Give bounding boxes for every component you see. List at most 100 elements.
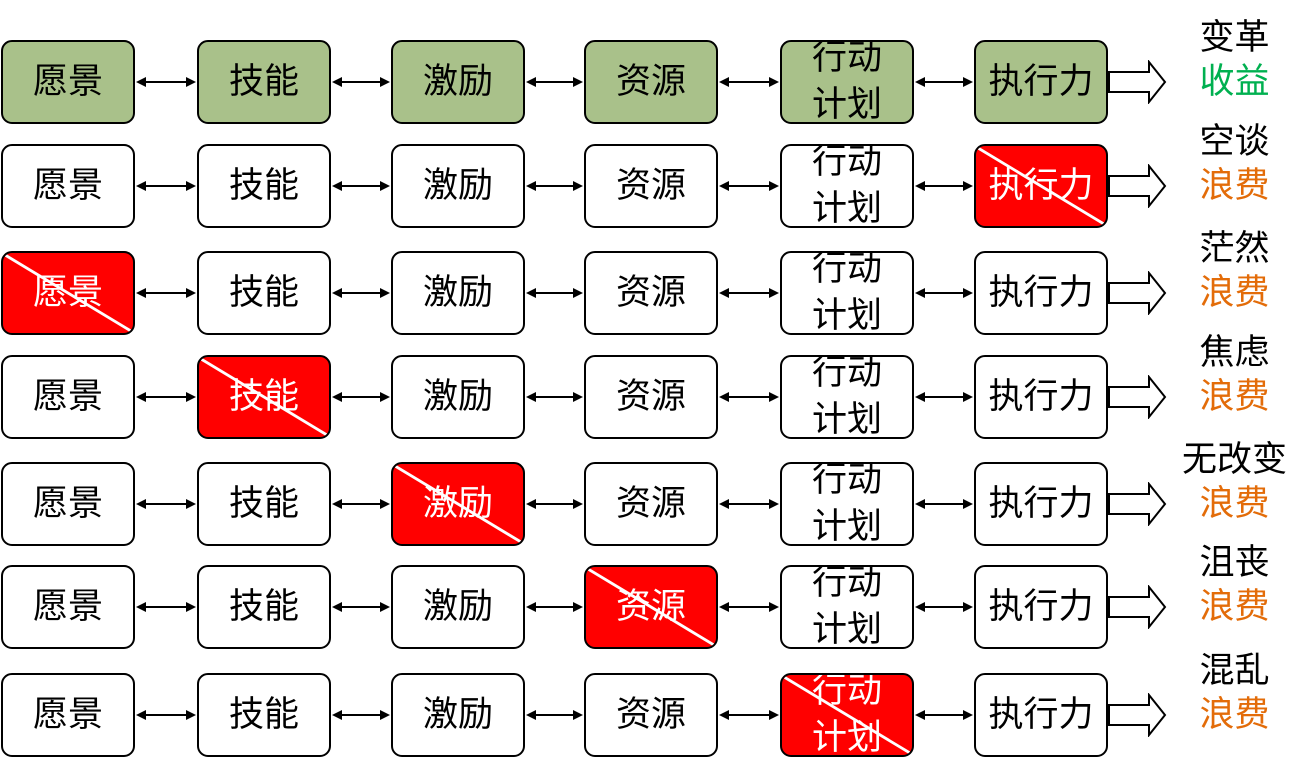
stage-label: 激励 xyxy=(422,272,493,313)
output-arrow-icon xyxy=(1108,375,1167,419)
stage-box-incentives: 激励 xyxy=(391,251,525,335)
stage-label: 资源 xyxy=(615,376,686,417)
double-arrow-icon xyxy=(136,602,196,612)
output-arrow-icon xyxy=(1108,482,1167,526)
stage-box-vision: 愿景 xyxy=(1,144,135,228)
row-result: 茫然浪费 xyxy=(1172,227,1297,315)
strikethrough-line xyxy=(587,567,715,647)
stage-label: 愿景 xyxy=(32,61,103,102)
stage-box-vision: 愿景 xyxy=(1,462,135,546)
stage-box-resources: 资源 xyxy=(584,462,718,546)
stage-box-execution: 执行力 xyxy=(974,355,1108,439)
stage-box-execution: 执行力 xyxy=(974,251,1108,335)
waste-label: 浪费 xyxy=(1199,587,1270,627)
stage-label: 激励 xyxy=(422,376,493,417)
row-result: 无改变浪费 xyxy=(1172,438,1297,526)
double-arrow-icon xyxy=(332,602,390,612)
stage-box-incentives: 激励 xyxy=(391,144,525,228)
stage-box-resources: 资源 xyxy=(584,144,718,228)
stage-box-skills: 技能 xyxy=(197,251,331,335)
stage-label: 资源 xyxy=(615,483,686,524)
stage-label: 行动 计划 xyxy=(811,565,882,649)
stage-box-resources: 资源 xyxy=(584,673,718,757)
stage-box-vision: 愿景 xyxy=(1,40,135,124)
stage-label: 执行力 xyxy=(988,694,1094,735)
stage-box-vision-missing: 愿景 xyxy=(1,251,135,335)
double-arrow-icon xyxy=(915,77,973,87)
stage-box-execution: 执行力 xyxy=(974,565,1108,649)
double-arrow-icon xyxy=(136,77,196,87)
waste-label: 浪费 xyxy=(1199,484,1270,524)
double-arrow-icon xyxy=(915,181,973,191)
stage-box-skills: 技能 xyxy=(197,144,331,228)
stage-label: 执行力 xyxy=(988,61,1094,102)
double-arrow-icon xyxy=(526,499,583,509)
outcome-label: 无改变 xyxy=(1181,440,1287,480)
double-arrow-icon xyxy=(526,602,583,612)
output-arrow-icon xyxy=(1108,585,1167,629)
output-arrow-icon xyxy=(1108,693,1167,737)
double-arrow-icon xyxy=(915,392,973,402)
double-arrow-icon xyxy=(136,499,196,509)
stage-label: 执行力 xyxy=(988,272,1094,313)
stage-box-vision: 愿景 xyxy=(1,355,135,439)
stage-label: 资源 xyxy=(615,272,686,313)
stage-box-resources: 资源 xyxy=(584,40,718,124)
stage-label: 技能 xyxy=(228,165,299,206)
outcome-label: 焦虑 xyxy=(1199,333,1270,373)
double-arrow-icon xyxy=(332,710,390,720)
stage-box-vision: 愿景 xyxy=(1,673,135,757)
stage-box-action-plan: 行动 计划 xyxy=(780,355,914,439)
stage-label: 技能 xyxy=(228,61,299,102)
stage-label: 行动 计划 xyxy=(811,40,882,124)
stage-label: 激励 xyxy=(422,586,493,627)
double-arrow-icon xyxy=(526,181,583,191)
output-arrow-icon xyxy=(1108,271,1167,315)
stage-box-incentives: 激励 xyxy=(391,565,525,649)
double-arrow-icon xyxy=(136,288,196,298)
stage-box-action-plan: 行动 计划 xyxy=(780,565,914,649)
stage-label: 愿景 xyxy=(32,586,103,627)
double-arrow-icon xyxy=(719,77,779,87)
waste-label: 浪费 xyxy=(1199,695,1270,735)
row-result: 变革收益 xyxy=(1172,16,1297,104)
double-arrow-icon xyxy=(136,181,196,191)
stage-box-resources: 资源 xyxy=(584,251,718,335)
stage-label: 执行力 xyxy=(988,586,1094,627)
stage-label: 愿景 xyxy=(32,483,103,524)
double-arrow-icon xyxy=(332,288,390,298)
stage-label: 技能 xyxy=(228,586,299,627)
benefit-label: 收益 xyxy=(1199,62,1270,102)
stage-label: 资源 xyxy=(615,165,686,206)
stage-label: 行动 计划 xyxy=(811,673,882,757)
double-arrow-icon xyxy=(332,499,390,509)
double-arrow-icon xyxy=(526,710,583,720)
stage-box-incentives-missing: 激励 xyxy=(391,462,525,546)
outcome-label: 沮丧 xyxy=(1199,543,1270,583)
outcome-label: 茫然 xyxy=(1199,229,1270,269)
double-arrow-icon xyxy=(915,602,973,612)
stage-box-skills: 技能 xyxy=(197,462,331,546)
stage-label: 技能 xyxy=(228,483,299,524)
row-result: 沮丧浪费 xyxy=(1172,541,1297,629)
double-arrow-icon xyxy=(915,710,973,720)
output-arrow-icon xyxy=(1108,164,1167,208)
stage-box-skills-missing: 技能 xyxy=(197,355,331,439)
strikethrough-line xyxy=(200,357,328,437)
stage-label: 愿景 xyxy=(32,694,103,735)
stage-label: 技能 xyxy=(228,694,299,735)
output-arrow-icon xyxy=(1108,60,1167,104)
stage-box-execution: 执行力 xyxy=(974,673,1108,757)
double-arrow-icon xyxy=(136,392,196,402)
waste-label: 浪费 xyxy=(1199,377,1270,417)
stage-box-action-plan: 行动 计划 xyxy=(780,251,914,335)
stage-box-vision: 愿景 xyxy=(1,565,135,649)
double-arrow-icon xyxy=(719,288,779,298)
stage-box-skills: 技能 xyxy=(197,673,331,757)
stage-label: 资源 xyxy=(615,694,686,735)
stage-label: 行动 计划 xyxy=(811,144,882,228)
outcome-label: 混乱 xyxy=(1199,651,1270,691)
double-arrow-icon xyxy=(136,710,196,720)
stage-label: 资源 xyxy=(615,61,686,102)
